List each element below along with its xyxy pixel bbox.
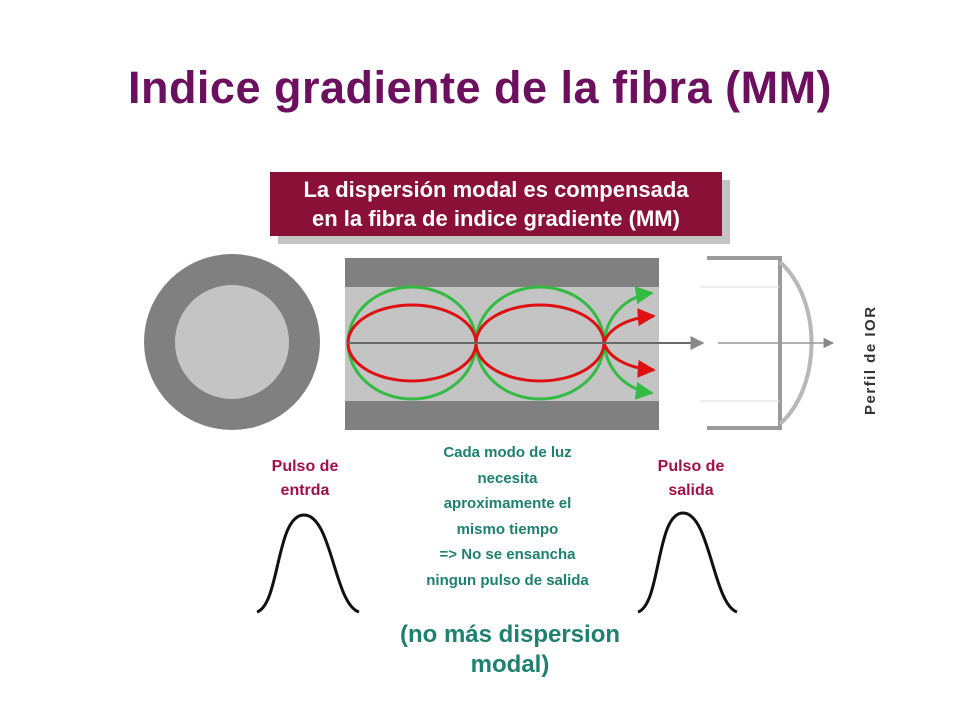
- explanation-line-5: => No se ensancha: [439, 546, 576, 563]
- output-pulse-curve: [637, 511, 738, 614]
- output-pulse-label-line-1: Pulso de: [657, 458, 725, 475]
- explanation-text: Cada modo de luz necesita aproximamente …: [370, 440, 645, 593]
- input-pulse-label-line-1: Pulso de: [271, 458, 339, 475]
- closing-note: (no más dispersion modal): [360, 620, 660, 680]
- input-pulse-curve: [256, 513, 360, 614]
- output-pulse-label: Pulso de salida: [622, 455, 760, 503]
- input-pulse-label-line-2: entrda: [280, 482, 330, 499]
- green-mode-exit-upper: [602, 286, 654, 344]
- red-mode-exit-upper: [602, 308, 656, 344]
- fiber-cross-section-core: [175, 285, 289, 399]
- output-pulse-label-line-2: salida: [668, 482, 714, 499]
- explanation-line-1: Cada modo de luz: [443, 444, 572, 461]
- fiber-cladding-top: [345, 258, 659, 287]
- closing-note-line-1: (no más dispersion: [399, 621, 621, 648]
- green-mode-exit-lower: [602, 342, 654, 400]
- red-mode-exit-lower: [602, 342, 656, 378]
- input-pulse-label: Pulso de entrda: [236, 455, 374, 503]
- closing-note-line-2: modal): [470, 651, 550, 678]
- banner-line-1: La dispersión modal es compensada: [303, 177, 689, 202]
- ior-profile-label: Perfil de IOR: [862, 305, 879, 415]
- explanation-line-2: necesita: [477, 469, 538, 487]
- banner-line-2: en la fibra de indice gradiente (MM): [312, 206, 680, 231]
- explanation-line-6: ningun pulso de salida: [426, 571, 589, 589]
- page-title: Indice gradiente de la fibra (MM): [127, 62, 833, 113]
- explanation-line-4: mismo tiempo: [456, 520, 559, 538]
- explanation-line-3: aproximamente el: [443, 495, 572, 512]
- fiber-cladding-bottom: [345, 401, 659, 430]
- banner: La dispersión modal es compensada en la …: [270, 172, 722, 236]
